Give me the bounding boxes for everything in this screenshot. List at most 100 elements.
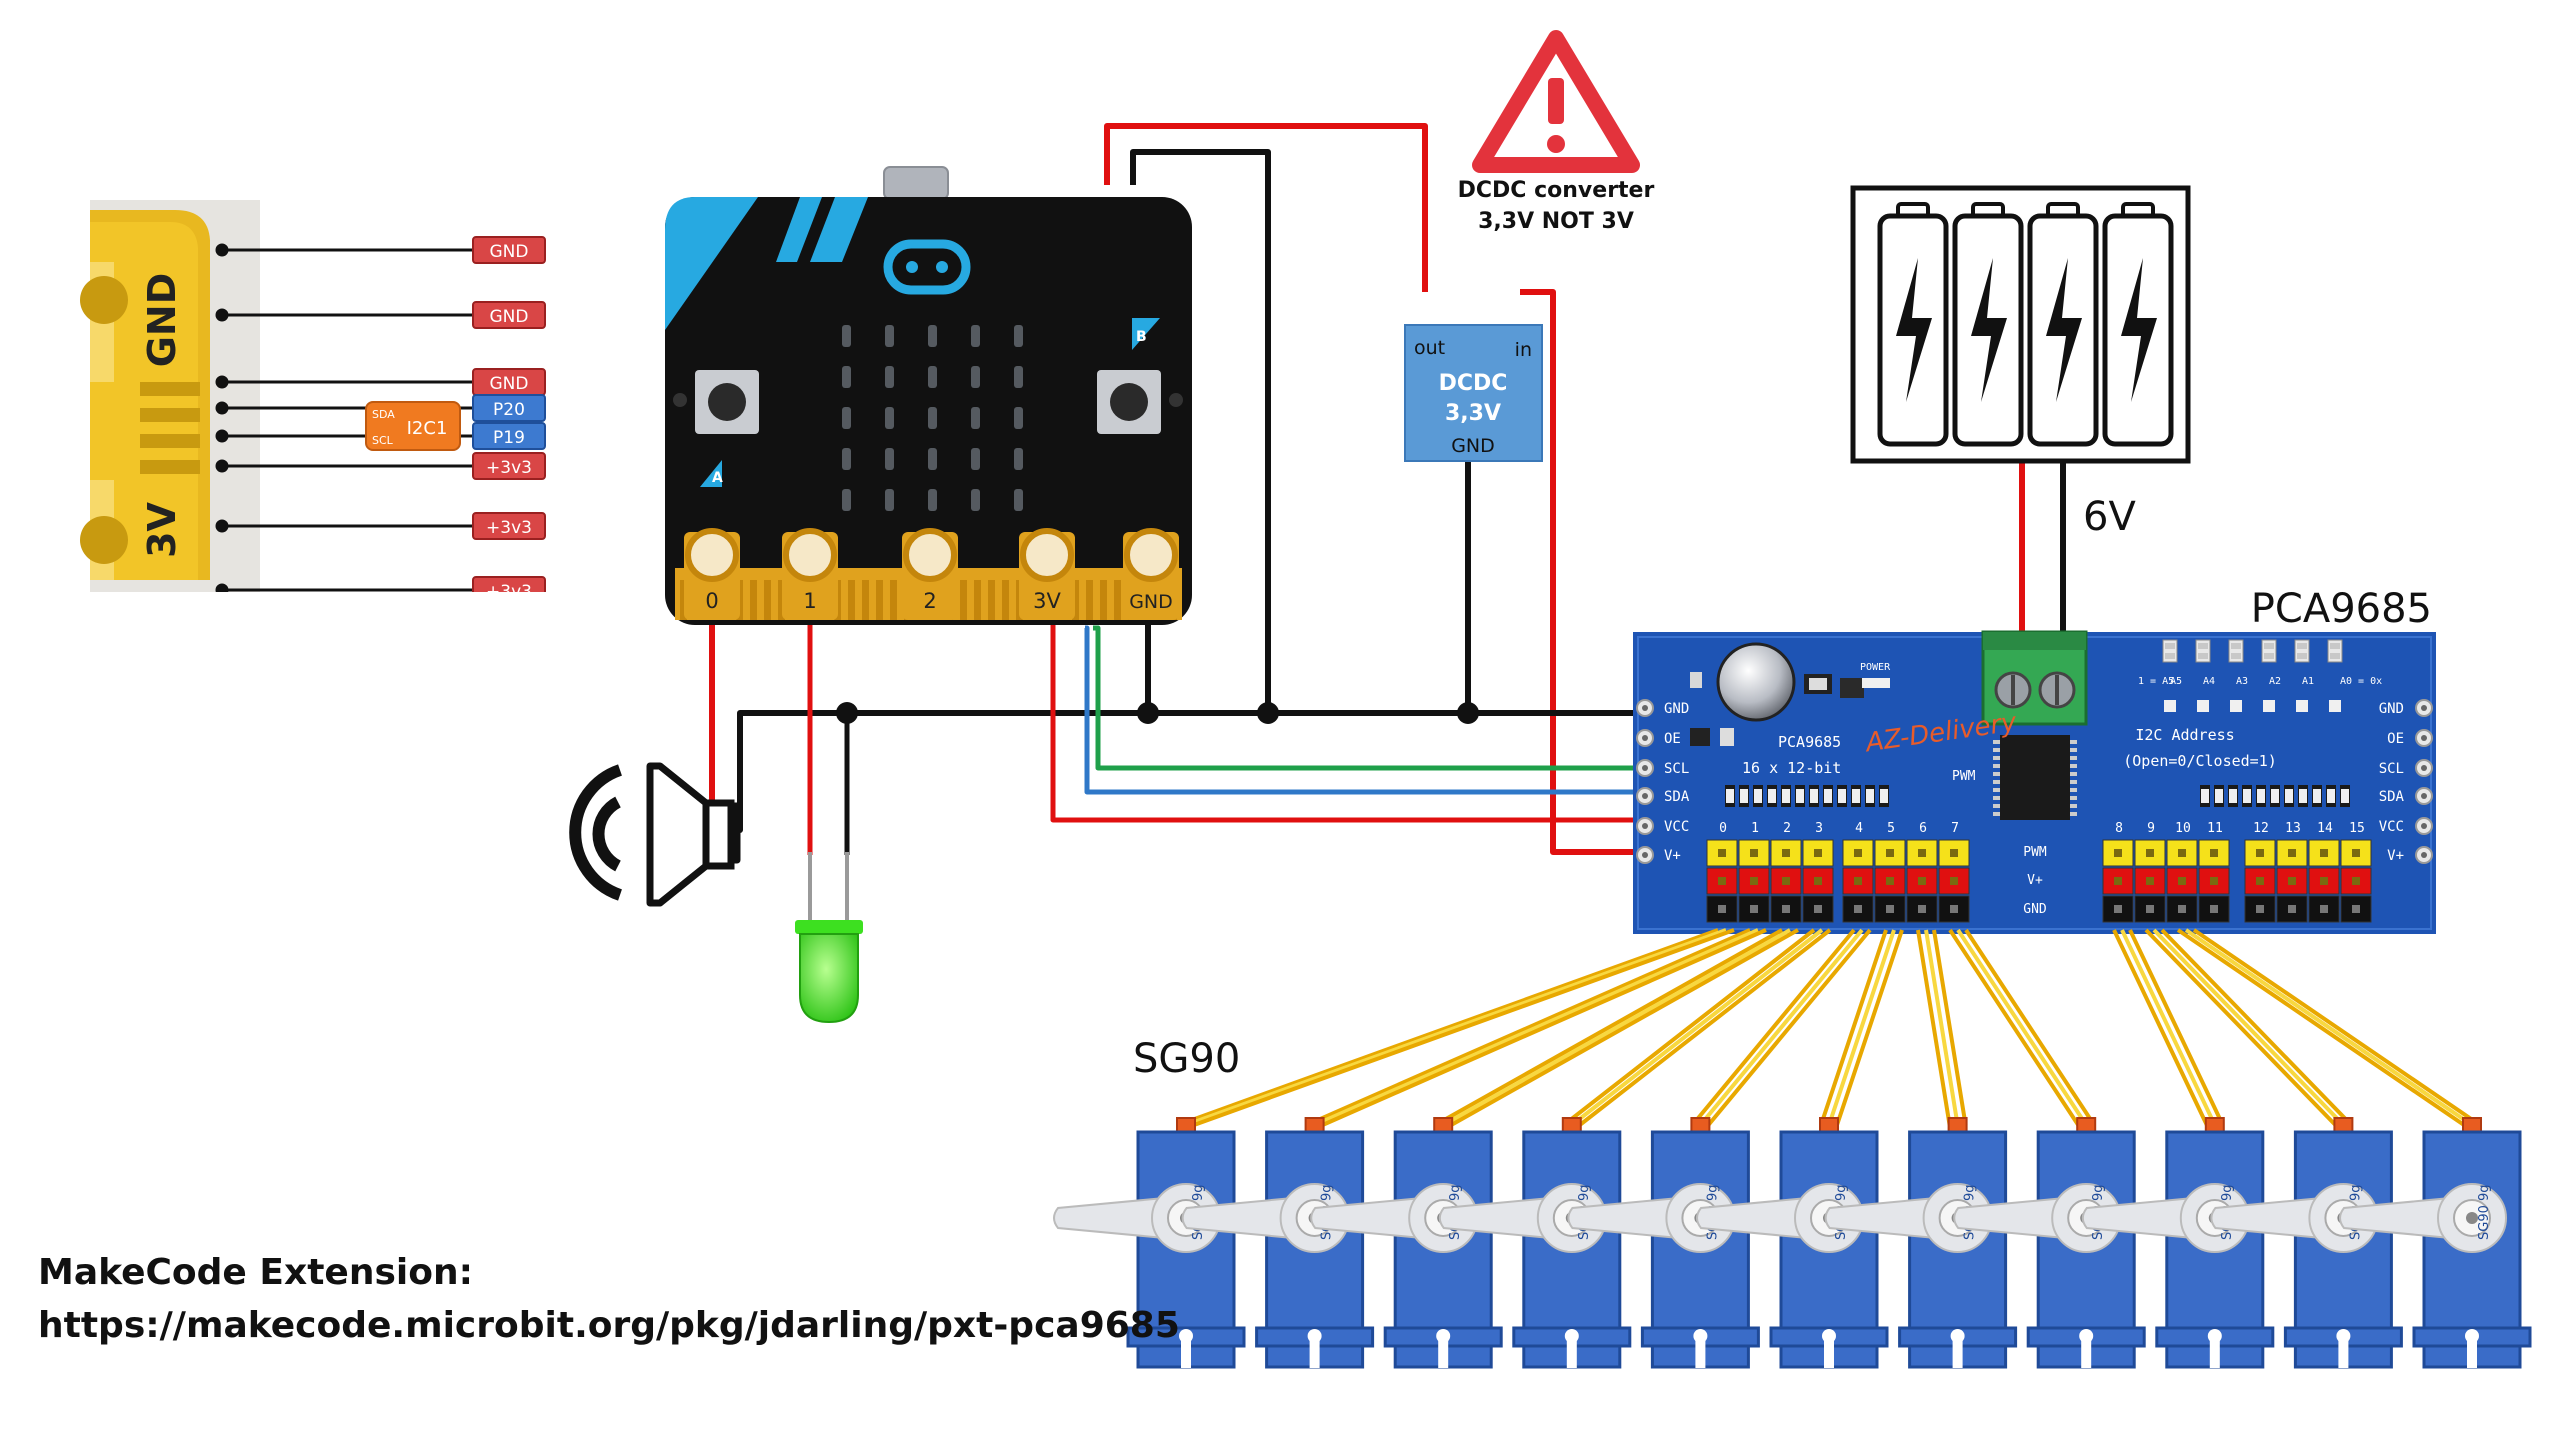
channel-label: 8 — [2115, 821, 2123, 836]
pin-label: +3v3 — [486, 582, 532, 602]
servo-lead-wire — [1434, 928, 1783, 1127]
channel-label: 1 — [1751, 821, 1759, 836]
pad-label: 1 — [803, 589, 816, 613]
servo-sg90: SG90 9g — [2210, 1117, 2403, 1369]
pca-pin-left-gnd[interactable]: GND — [1636, 699, 1689, 717]
channel-label: 14 — [2317, 821, 2333, 836]
pca-pin-right-sda[interactable]: SDA — [2379, 787, 2433, 805]
pad-label: 0 — [705, 589, 718, 613]
servo-lead-wire — [2128, 929, 2225, 1126]
pin-dot — [215, 308, 229, 322]
led-pixel — [885, 325, 894, 347]
servo-lead-wire — [2184, 928, 2474, 1127]
address-bit-label: 1 = A5 — [2138, 676, 2174, 687]
header-pin[interactable] — [1874, 895, 1906, 923]
makecode-url[interactable]: https://makecode.microbit.org/pkg/jdarli… — [38, 1305, 1180, 1346]
pin-dot — [215, 375, 229, 389]
dcdc-gnd-label: GND — [1451, 435, 1495, 457]
pca-pin-right-oe[interactable]: OE — [2387, 729, 2433, 747]
pca-pin-right-vplus[interactable]: V+ — [2387, 846, 2433, 864]
pad-2[interactable]: 2 — [902, 528, 958, 620]
button-b-label: B — [1136, 329, 1147, 345]
row-label-gnd: GND — [2023, 902, 2047, 917]
pca-pin-label: OE — [1664, 731, 1681, 747]
capacitor — [1716, 642, 1796, 722]
pca-pin-right-vcc[interactable]: VCC — [2379, 817, 2433, 835]
channel-label: 7 — [1951, 821, 1959, 836]
address-bit-label: A5 — [2170, 676, 2182, 687]
led-pixel — [928, 448, 937, 470]
pad-0[interactable]: 0 — [684, 528, 740, 620]
wire-green-scl — [1093, 625, 1643, 771]
pca-pin-label: GND — [2379, 701, 2404, 717]
servo-sg90: SG90 9g — [2339, 1117, 2532, 1369]
pca-pin-left-oe[interactable]: OE — [1636, 729, 1681, 747]
servo-lead-wire — [1948, 928, 2080, 1127]
header-pin[interactable] — [1770, 839, 1802, 867]
servo-lead-wire — [1562, 928, 1816, 1127]
servo-lead-wire — [2160, 928, 2353, 1127]
pin-label: +3v3 — [486, 518, 532, 538]
warning-line2: 3,3V NOT 3V — [1478, 209, 1634, 234]
channel-label: 11 — [2207, 821, 2223, 836]
pad-3v[interactable]: 3V — [1019, 528, 1075, 620]
pin-dot — [215, 519, 229, 533]
led-icon — [799, 933, 859, 1024]
servo-lead-wire — [1450, 928, 1799, 1127]
pin-dot — [215, 243, 229, 257]
led-pixel — [971, 325, 980, 347]
microbit-logo — [883, 239, 971, 295]
button-b[interactable]: B — [1097, 318, 1161, 434]
pca-pin-label: SDA — [2379, 789, 2405, 805]
servo-sg90: SG90 9g — [1953, 1117, 2146, 1369]
header-pin[interactable] — [2102, 867, 2134, 895]
button-a[interactable]: A — [695, 370, 759, 487]
servo-leads — [1177, 928, 2482, 1127]
servo-lead-wire — [2112, 929, 2209, 1126]
pca-pin-right-gnd[interactable]: GND — [2379, 699, 2433, 717]
pca-chip-label: PCA9685 — [1778, 733, 1841, 751]
pad-gnd[interactable]: GND — [1123, 528, 1179, 620]
pca9685-board: PCA9685 POWER PCA9685 16 x 12-bit AZ-Del… — [1633, 586, 2436, 934]
header-pin[interactable] — [1770, 867, 1802, 895]
row-label-vplus: V+ — [2027, 873, 2043, 888]
pca-pin-label: V+ — [1664, 848, 1681, 864]
pin-dot — [215, 459, 229, 473]
pca-title: PCA9685 — [2251, 586, 2432, 632]
dcdc-voltage: 3,3V — [1445, 401, 1501, 426]
servo-lead-wire — [2192, 928, 2482, 1127]
pca-pin-left-vplus[interactable]: V+ — [1636, 846, 1681, 864]
breakout-pin-lines — [215, 243, 473, 592]
pca-pin-label: VCC — [1664, 819, 1689, 835]
pca-pin-left-vcc[interactable]: VCC — [1636, 817, 1689, 835]
header-pin[interactable] — [1938, 839, 1970, 867]
pad-1[interactable]: 1 — [782, 528, 838, 620]
breakout-pin-p19: P19 — [472, 422, 546, 450]
servo-lead-wire — [1321, 928, 1767, 1127]
address-bit-label: A3 — [2236, 676, 2248, 687]
battery-cell-icon — [2102, 202, 2174, 447]
pca-pin-right-scl[interactable]: SCL — [2379, 759, 2433, 777]
channel-label: 6 — [1919, 821, 1927, 836]
i2c-address-label: I2C Address — [2135, 726, 2234, 744]
servo-lead-wire — [1835, 929, 1904, 1126]
servo-lead-wire — [1690, 928, 1856, 1127]
pca-pin-left-sda[interactable]: SDA — [1636, 787, 1690, 805]
servo-lead-wire — [1827, 929, 1896, 1126]
row-label-pwm: PWM — [2023, 845, 2047, 860]
pca-chip-sub: 16 x 12-bit — [1742, 759, 1841, 777]
led-pixel — [928, 489, 937, 511]
led-pixel — [928, 407, 937, 429]
pca-pin-left-scl[interactable]: SCL — [1636, 759, 1689, 777]
battery-cells — [1877, 202, 2174, 447]
led-pixel — [928, 366, 937, 388]
pad-label: 2 — [923, 589, 936, 613]
breakout-pin-gnd: GND — [472, 368, 546, 396]
pin-label: GND — [490, 307, 529, 327]
servo-lead-wire — [1964, 928, 2096, 1127]
servo-print: SG90 9g — [2477, 1184, 2492, 1240]
led-pixel — [885, 448, 894, 470]
led-pixel — [842, 489, 851, 511]
junction-dot — [1257, 702, 1279, 724]
